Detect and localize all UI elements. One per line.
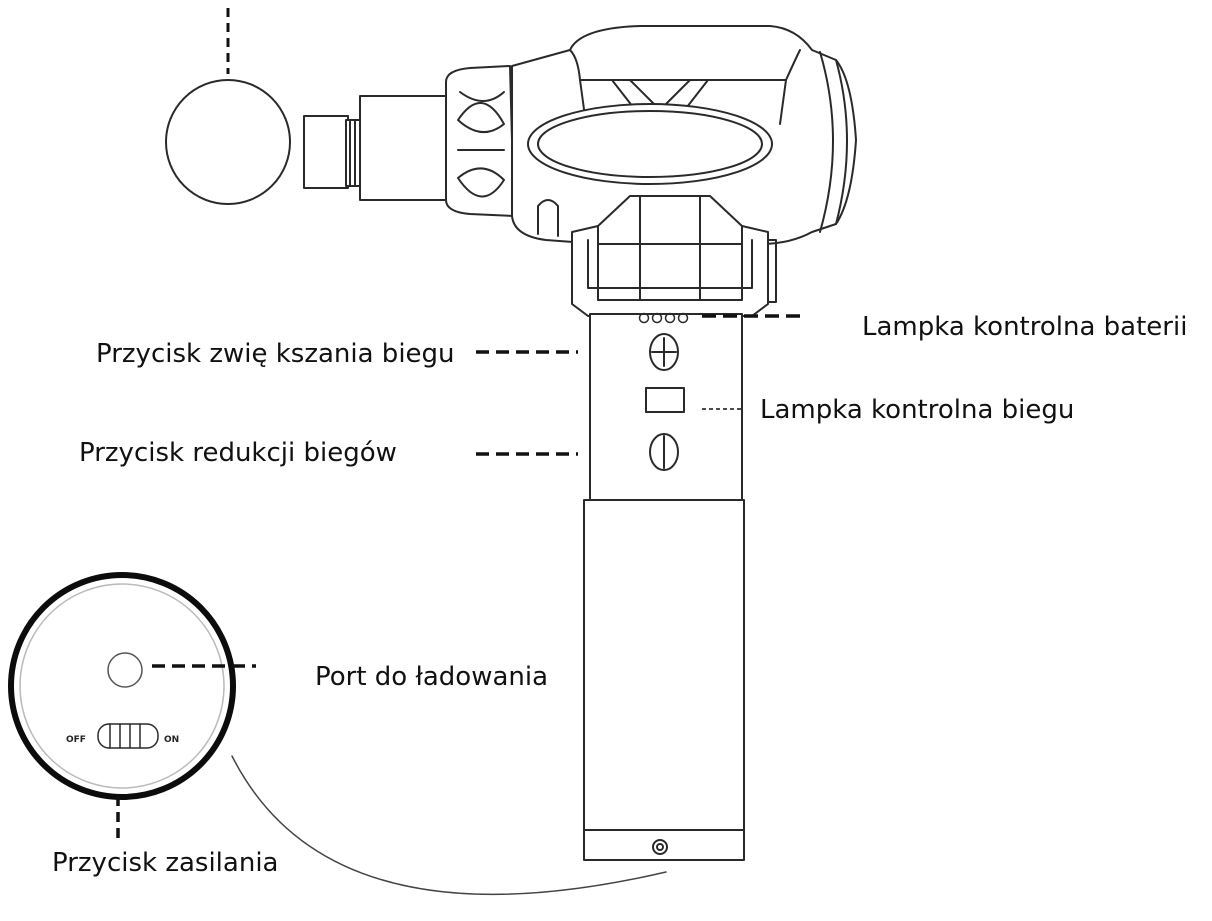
switch-off-label: OFF	[66, 735, 86, 745]
handle-neck	[571, 195, 777, 317]
handle-grip	[583, 499, 745, 861]
base-detail-view	[8, 572, 667, 896]
control-panel	[589, 312, 743, 501]
motor-body	[511, 25, 857, 245]
charging-port[interactable]	[107, 652, 143, 688]
gear-indicator-display	[645, 387, 685, 413]
power-button-label: Przycisk zasilania	[52, 848, 279, 878]
minus-circle-icon[interactable]	[649, 433, 679, 471]
gear-up-button-label: Przycisk zwię kszania biegu	[96, 339, 455, 369]
gear-down-button-label: Przycisk redukcji biegów	[79, 438, 397, 468]
plus-circle-icon[interactable]	[649, 333, 679, 371]
switch-on-label: ON	[164, 735, 180, 745]
power-switch[interactable]	[97, 723, 159, 749]
battery-led-indicator	[638, 312, 689, 324]
battery-indicator-label: Lampka kontrolna baterii	[862, 312, 1188, 342]
gear-indicator-label: Lampka kontrolna biegu	[760, 395, 1075, 425]
front-grip-ring	[445, 65, 515, 217]
charging-port-label: Port do ładowania	[315, 662, 549, 692]
massage-ball-head	[165, 79, 447, 205]
leader-lines	[116, 8, 802, 840]
